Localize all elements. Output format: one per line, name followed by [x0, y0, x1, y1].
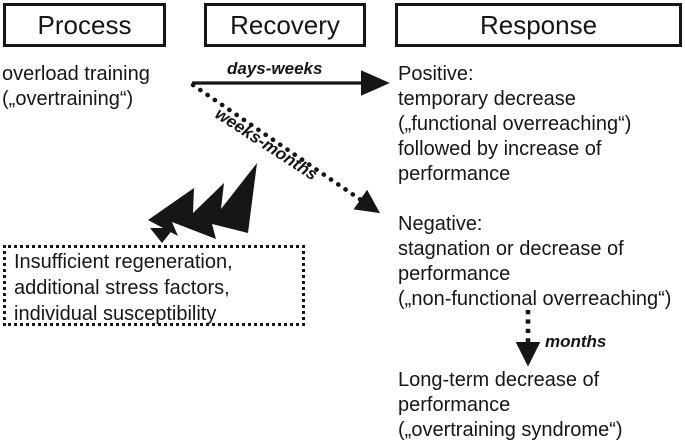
response-positive-text: Positive: temporary decrease („functiona… — [398, 63, 632, 185]
modifier-box-arrowhead — [150, 228, 174, 243]
arrow-label-weeks-months: weeks-months — [211, 104, 322, 185]
arrow-label-months: months — [545, 332, 607, 351]
header-box-recovery: Recovery — [204, 3, 366, 47]
header-label-recovery: Recovery — [230, 10, 340, 40]
arrow-label-days-weeks: days-weeks — [227, 59, 323, 78]
response-longterm-text: Long-term decrease of performance („over… — [398, 369, 623, 441]
header-label-process: Process — [37, 10, 132, 40]
header-box-process: Process — [3, 3, 166, 47]
header-label-response: Response — [479, 10, 598, 40]
lightning-bolt-arrow — [148, 163, 257, 239]
modifier-factors-box — [3, 245, 305, 326]
header-box-response: Response — [395, 3, 682, 47]
process-stimulus-text: overload training („overtraining“) — [2, 63, 150, 110]
response-negative-text: Negative: stagnation or decrease of perf… — [398, 213, 672, 310]
modifier-factors-text: Insufficient regeneration, additional st… — [14, 251, 233, 325]
